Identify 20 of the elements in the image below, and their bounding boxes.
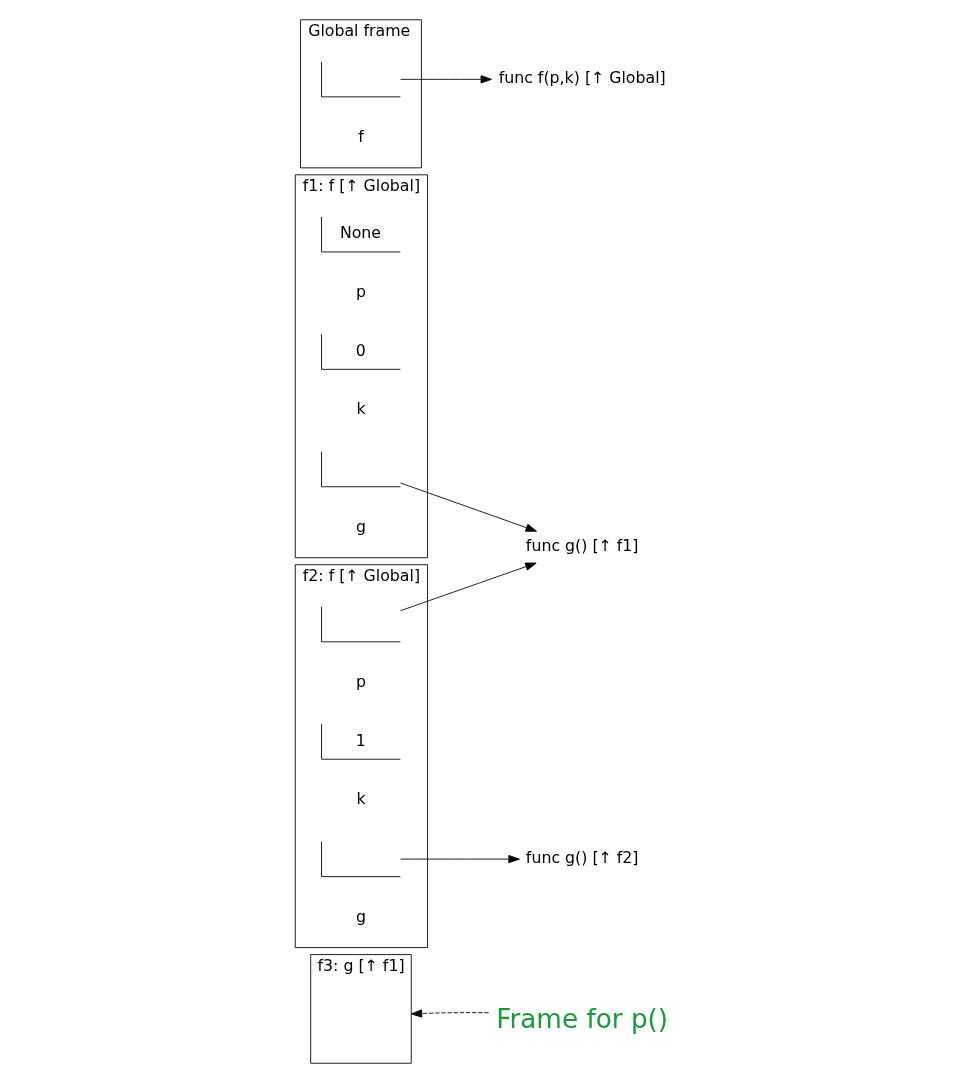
- node-text: None: [339, 223, 382, 243]
- arrow: [400, 854, 520, 864]
- node-label: k: [356, 399, 366, 419]
- arrow: [400, 75, 492, 84]
- node-label: k: [356, 789, 366, 809]
- node-box: f3: g [↑ f1]: [310, 954, 412, 1064]
- arrow: [410, 1009, 490, 1018]
- node-label: g: [355, 516, 366, 536]
- node-text: func g() [↑ f2]: [525, 847, 639, 867]
- node-text: Frame for p(): [496, 1003, 669, 1034]
- node-label: f: [358, 126, 364, 146]
- node-text: func f(p,k) [↑ Global]: [498, 68, 666, 88]
- node-label: p: [355, 281, 366, 301]
- node-label: p: [355, 671, 366, 691]
- arrow: [400, 562, 537, 612]
- node-text: func g() [↑ f1]: [525, 536, 639, 556]
- node-text: 0: [355, 340, 366, 360]
- node-text: 1: [355, 730, 366, 750]
- node-label: g: [355, 906, 366, 926]
- arrow: [400, 482, 537, 532]
